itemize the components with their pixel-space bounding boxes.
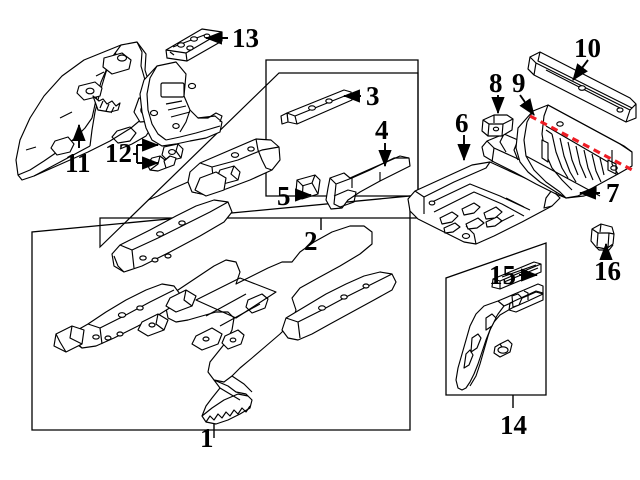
callout-1[interactable]: 1 (200, 423, 214, 453)
callout-8[interactable]: 8 (489, 68, 503, 98)
callout-14[interactable]: 14 (500, 410, 527, 440)
callout-15[interactable]: 15 (489, 260, 516, 290)
group-box-2-inner (99, 72, 419, 249)
group-box-1 (31, 195, 411, 431)
group-box-14 (445, 242, 547, 396)
callout-4[interactable]: 4 (375, 115, 389, 145)
arrow-10 (572, 59, 589, 81)
callout-2[interactable]: 2 (304, 226, 318, 256)
callout-10[interactable]: 10 (574, 33, 601, 63)
callout-9[interactable]: 9 (512, 68, 526, 98)
callout-3[interactable]: 3 (366, 81, 380, 111)
callout-13[interactable]: 13 (232, 23, 259, 53)
callout-16[interactable]: 16 (594, 256, 621, 286)
highlight-dash-9 (529, 114, 637, 174)
callout-12[interactable]: 12 (105, 138, 132, 168)
callout-7[interactable]: 7 (606, 178, 620, 208)
callout-5[interactable]: 5 (277, 181, 291, 211)
callout-6[interactable]: 6 (455, 108, 469, 138)
arrow-9 (519, 94, 535, 116)
callout-11[interactable]: 11 (65, 148, 91, 178)
